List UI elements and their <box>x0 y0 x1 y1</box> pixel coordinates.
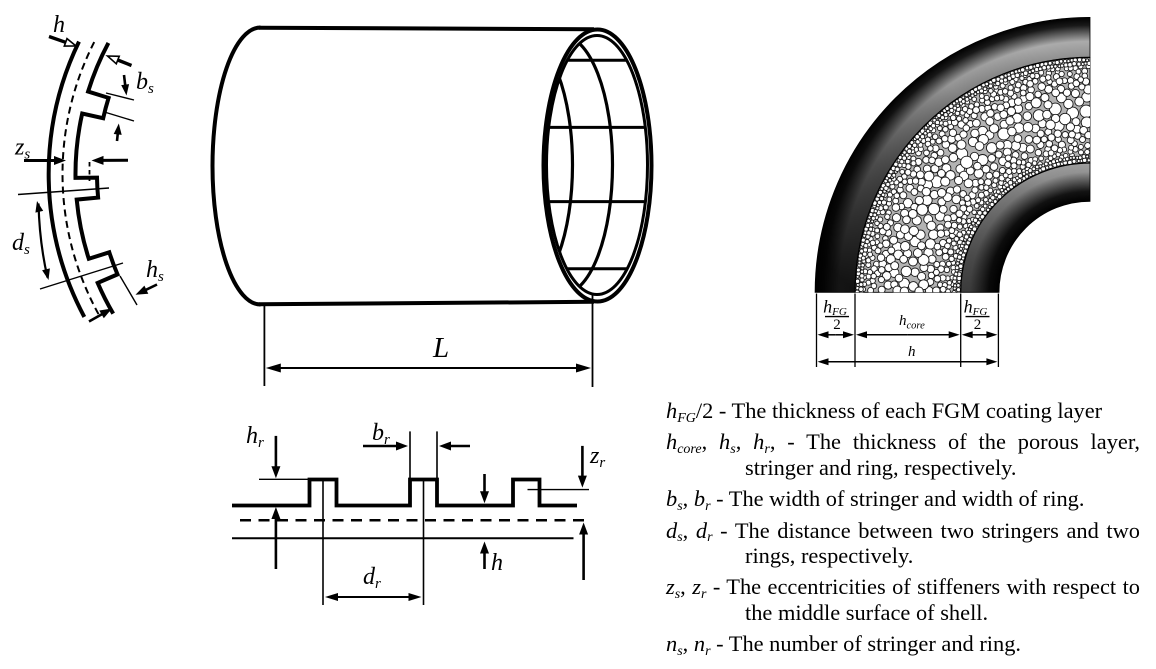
svg-text:br: br <box>372 420 390 448</box>
svg-text:hFG: hFG <box>964 297 988 319</box>
svg-text:h: h <box>908 344 916 360</box>
svg-text:ds: ds <box>12 230 30 258</box>
svg-text:hs: hs <box>146 257 164 285</box>
svg-text:h: h <box>53 12 65 38</box>
svg-text:h: h <box>491 550 503 576</box>
svg-text:hFG: hFG <box>823 297 847 319</box>
svg-text:zs: zs <box>14 135 30 163</box>
svg-text:2: 2 <box>974 317 982 333</box>
svg-text:bs: bs <box>136 69 154 97</box>
svg-text:2: 2 <box>833 317 841 333</box>
svg-text:hcore: hcore <box>899 313 925 332</box>
svg-text:L: L <box>432 332 449 364</box>
svg-text:hr: hr <box>246 423 264 451</box>
svg-text:zr: zr <box>589 443 605 471</box>
svg-text:dr: dr <box>363 564 381 592</box>
